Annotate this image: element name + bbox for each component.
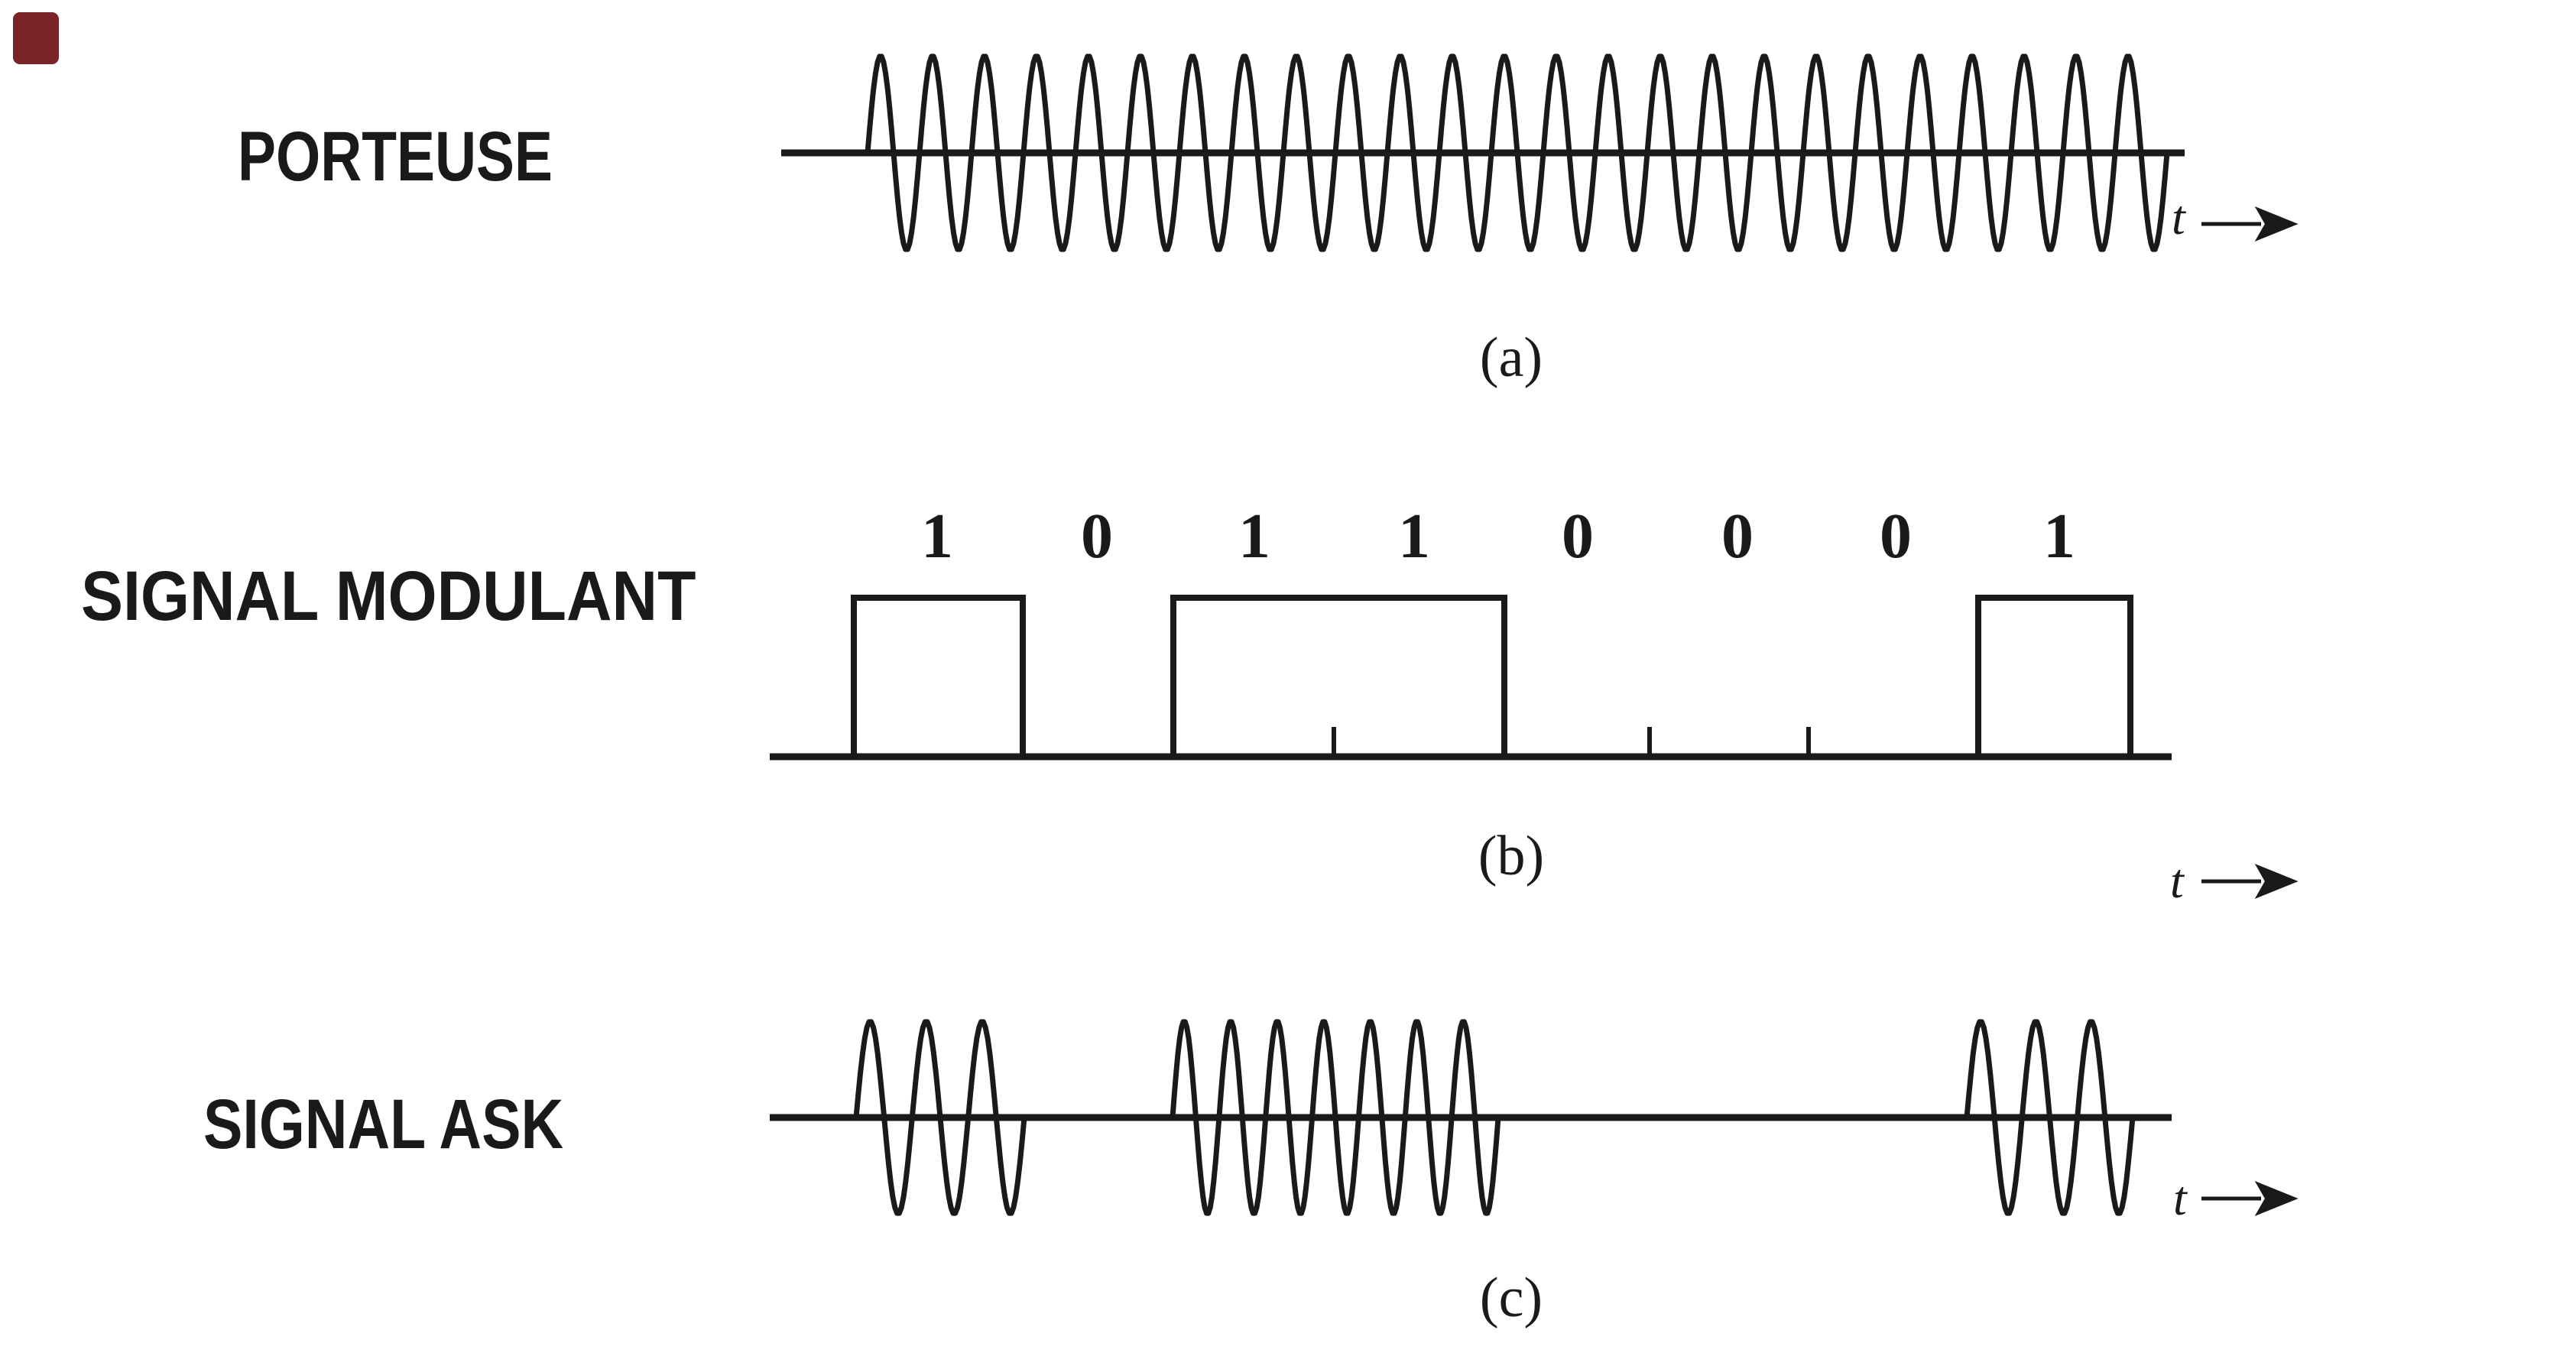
bit-value: 1 <box>921 501 953 572</box>
bit-value: 0 <box>1880 501 1912 572</box>
panel-b-label: SIGNAL MODULANT <box>81 557 696 635</box>
panel-a-label: PORTEUSE <box>238 118 553 196</box>
bit-value: 0 <box>1721 501 1754 572</box>
panel-b-caption: (b) <box>1478 825 1545 887</box>
bit-value: 1 <box>1238 501 1270 572</box>
panel-c-label: SIGNAL ASK <box>203 1085 564 1163</box>
panel-a-time-axis-label: t <box>2172 190 2185 245</box>
panel-b-time-axis-label: t <box>2170 854 2184 908</box>
bit-value: 0 <box>1562 501 1594 572</box>
bit-value: 0 <box>1081 501 1113 572</box>
panel-a-caption: (a) <box>1479 326 1543 389</box>
bit-value: 1 <box>1398 501 1430 572</box>
bit-value: 1 <box>2043 501 2075 572</box>
corner-mark <box>13 12 59 64</box>
panel-c-time-axis-label: t <box>2173 1171 2187 1225</box>
panel-c-caption: (c) <box>1479 1267 1543 1329</box>
